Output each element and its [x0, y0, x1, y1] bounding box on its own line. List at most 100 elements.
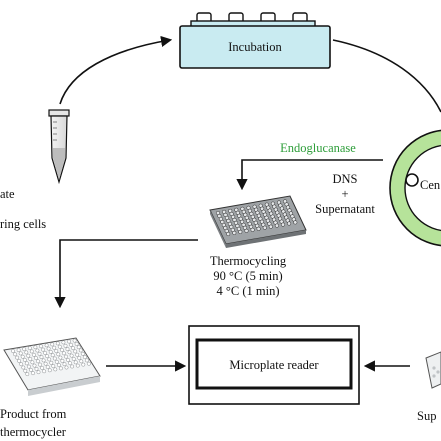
plate-well: [33, 345, 38, 350]
plate-well: [59, 348, 64, 352]
plate-well: [57, 344, 62, 349]
plate-well: [22, 347, 27, 352]
plate-well: [19, 362, 24, 367]
supernatant-label: Supernatant: [315, 202, 375, 216]
plate-well: [40, 365, 45, 370]
plate-well: [73, 349, 78, 354]
plate-well: [250, 227, 255, 232]
plate-well: [26, 353, 31, 358]
left-label-line1: ate: [0, 187, 15, 201]
plus-label: +: [341, 187, 348, 201]
plate-well: [28, 357, 33, 361]
plate-well: [54, 359, 59, 364]
plate-well: [11, 349, 15, 353]
plate-well: [17, 358, 22, 363]
plate-well: [75, 363, 80, 368]
plate-well: [84, 358, 89, 363]
pcr-plate-wells: [215, 199, 298, 237]
plate-well: [226, 231, 231, 237]
plate-well: [65, 347, 70, 352]
thermocycling-title: Thermocycling: [210, 254, 287, 268]
plate-well: [13, 352, 18, 357]
plate-well: [76, 345, 81, 350]
left-label-line2: ring cells: [0, 217, 46, 231]
plate-well: [67, 350, 72, 355]
arrow-plate-to-product: [54, 239, 198, 309]
plate-well: [256, 226, 261, 231]
plate-well: [73, 360, 78, 365]
plate-well: [49, 360, 54, 365]
centrifuge-label: Cen: [420, 178, 441, 192]
plate-well: [31, 352, 36, 357]
plate-well: [34, 366, 39, 371]
plate-well: [71, 346, 76, 351]
thermocycling-step1: 90 °C (5 min): [213, 269, 282, 283]
plate-well: [69, 342, 73, 347]
plate-well: [18, 351, 23, 356]
plate-well: [47, 357, 52, 362]
plate-well: [69, 353, 74, 358]
plate-well: [38, 362, 42, 367]
product-microplate-wells: [11, 338, 91, 377]
dns-label: DNS: [332, 172, 357, 186]
plate-well: [58, 366, 63, 371]
incubator-icon: [179, 12, 331, 69]
plate-well: [56, 352, 61, 357]
plate-well: [41, 358, 46, 363]
plate-well: [77, 356, 82, 360]
plate-well: [27, 346, 32, 351]
centrifuge-icon: [389, 129, 441, 247]
plate-well: [23, 368, 28, 373]
microplate-reader-icon: [188, 325, 360, 405]
plate-well: [30, 360, 35, 365]
plate-well: [58, 355, 63, 360]
arrow-incubation-to-centrifuge: [332, 39, 441, 113]
plate-well: [274, 223, 279, 228]
plate-well: [62, 362, 67, 367]
plate-well: [22, 357, 27, 362]
plate-well: [72, 338, 77, 343]
plate-well: [42, 369, 47, 374]
plate-well: [33, 356, 38, 360]
thermocycling-step2: 4 °C (1 min): [217, 284, 280, 298]
plate-well: [52, 345, 57, 350]
plate-well: [31, 371, 35, 376]
plate-well: [43, 361, 48, 366]
plate-well: [54, 349, 59, 353]
plate-well: [61, 351, 66, 356]
endoglucanase-label: Endoglucanase: [280, 141, 356, 155]
plate-well: [37, 351, 42, 356]
plate-well: [43, 350, 48, 355]
microplate-reader-label: Microplate reader: [229, 358, 319, 372]
pcr-plate-icon: [209, 195, 307, 248]
plate-well: [64, 365, 69, 370]
plate-well: [55, 341, 60, 346]
plate-well: [50, 353, 55, 358]
plate-well: [24, 361, 29, 366]
plate-well: [44, 343, 49, 348]
supernatant-microplate-icon: [425, 351, 441, 389]
plate-well: [74, 341, 79, 346]
plate-well: [60, 358, 65, 363]
plate-well: [20, 354, 25, 359]
plate-well: [287, 221, 292, 226]
supernatant-plate-label: Sup: [417, 409, 436, 423]
incubation-label: Incubation: [228, 40, 282, 54]
plate-well: [268, 224, 273, 229]
plate-well: [39, 355, 44, 360]
plate-well: [56, 363, 61, 368]
plate-well: [24, 350, 29, 355]
plate-well: [86, 361, 91, 366]
plate-well: [71, 356, 76, 361]
plate-well: [70, 364, 75, 369]
plate-well: [232, 230, 237, 235]
plate-well: [32, 363, 37, 368]
plate-well: [45, 365, 50, 369]
plate-well: [262, 225, 267, 230]
plate-well: [15, 355, 20, 360]
plate-well: [26, 364, 31, 369]
plate-well: [280, 222, 286, 227]
plate-well: [36, 359, 40, 364]
plate-well: [244, 228, 249, 233]
